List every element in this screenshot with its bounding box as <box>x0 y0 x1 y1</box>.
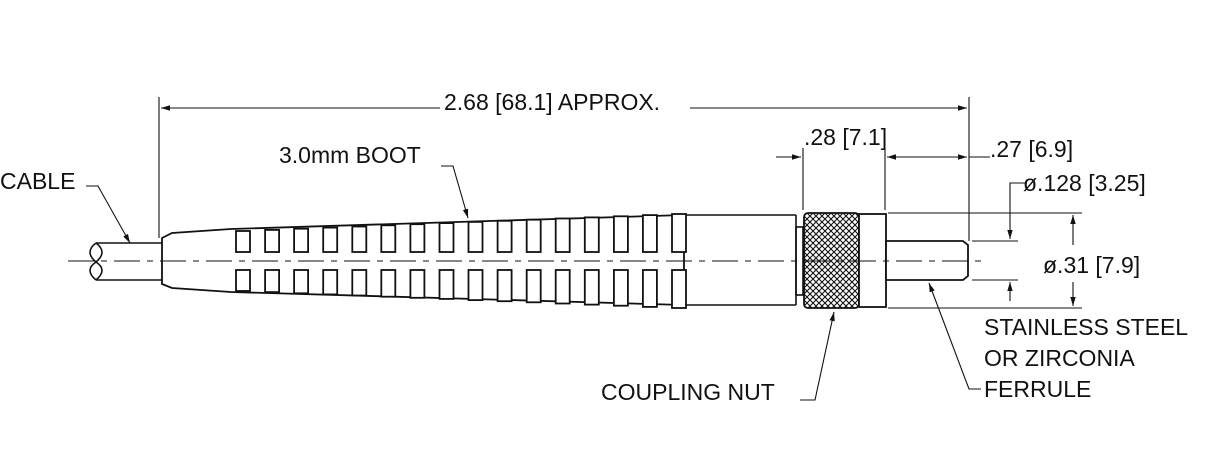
boot-rib <box>351 225 368 253</box>
boot-rib <box>467 269 484 302</box>
ferrule-material-label-3: FERRULE <box>984 376 1091 402</box>
ferrule-diameter-label: ø.128 [3.25] <box>1023 170 1146 196</box>
boot-rib <box>525 269 542 304</box>
nut-diameter-dimension <box>888 212 1082 309</box>
boot-rib <box>409 269 426 299</box>
boot-label: 3.0mm BOOT <box>279 142 421 168</box>
ferrule-material-label-2: OR ZIRCONIA <box>984 345 1135 371</box>
boot-rib <box>438 222 455 253</box>
ferrule-length-label: .27 [6.9] <box>990 136 1073 162</box>
boot-rib <box>525 218 542 253</box>
boot-rib <box>554 217 571 253</box>
nut-length-label: .28 [7.1] <box>804 124 887 150</box>
ferrule-material-label-1: STAINLESS STEEL <box>984 314 1188 340</box>
nut-length-dimension <box>776 148 886 210</box>
nut-diameter-label: ø.31 [7.9] <box>1043 252 1140 278</box>
boot-rib <box>554 269 571 305</box>
cable <box>89 242 162 281</box>
boot-rib <box>235 230 251 253</box>
boot-rib <box>583 269 600 306</box>
boot-rib <box>671 269 687 309</box>
boot-rib <box>264 228 281 253</box>
boot-ribs <box>235 213 687 309</box>
boot-rib <box>293 227 310 253</box>
boot-rib <box>642 269 658 308</box>
boot-rib <box>613 215 629 253</box>
leaders <box>86 165 981 401</box>
boot-rib <box>613 269 629 307</box>
overall-length-label: 2.68 [68.1] APPROX. <box>444 89 660 115</box>
boot-rib <box>438 269 455 300</box>
boot-rib <box>409 223 426 253</box>
boot-rib <box>496 219 513 253</box>
boot-rib <box>496 269 513 303</box>
boot-rib <box>467 220 484 253</box>
boot-rib <box>322 226 339 253</box>
cable-label: CABLE <box>0 168 75 194</box>
overall-length-dimension <box>158 97 970 241</box>
boot-rib <box>351 269 368 297</box>
boot-rib <box>322 269 339 296</box>
boot-rib <box>380 269 397 298</box>
boot-rib <box>380 224 397 253</box>
boot-rib <box>642 214 658 253</box>
ferrule <box>885 240 969 281</box>
boot-rib <box>264 269 281 294</box>
coupling-nut-label: COUPLING NUT <box>601 379 775 405</box>
boot-rib <box>583 216 600 253</box>
boot-rib <box>293 269 310 295</box>
boot-rib <box>235 269 251 292</box>
boot-rib <box>671 213 687 253</box>
coupling-nut <box>795 212 887 309</box>
ferrule-diameter-dimension <box>972 182 1026 301</box>
